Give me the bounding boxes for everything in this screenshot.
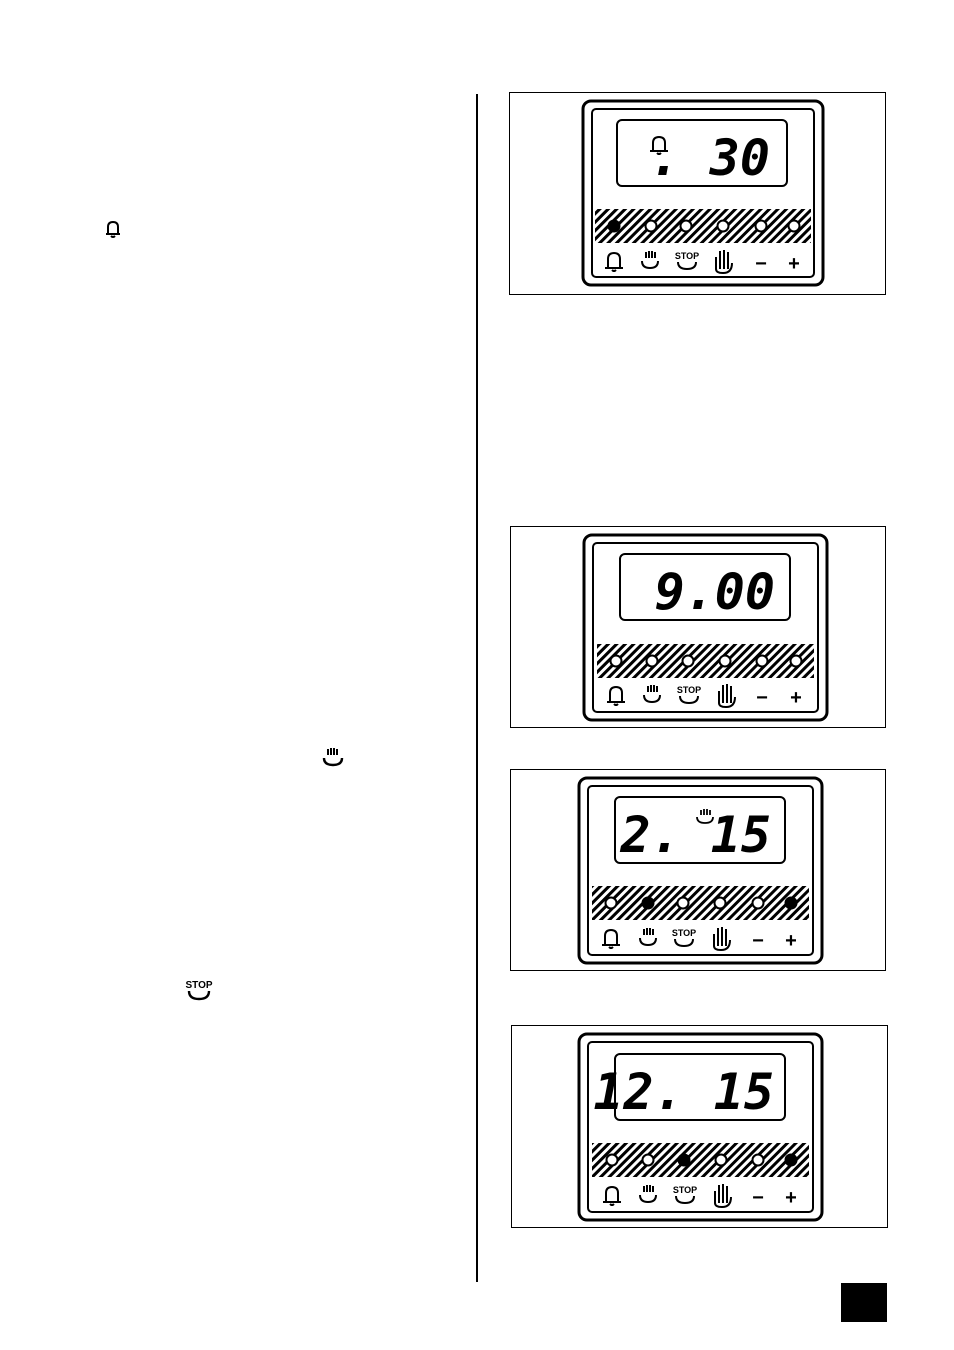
bell-icon [103,219,123,239]
minus-button-label: − [752,1187,764,1209]
stop-button-label: STOP [677,685,701,695]
timer-figure-2: 9.00 STOP − + [510,526,886,728]
display-digits: 12. 15 [593,1063,774,1121]
stop-button-label: STOP [675,251,699,261]
timer-figure-3: 2. 15 STOP − + [510,769,886,971]
timer-panel-1: . 30 STOP − + [510,93,887,296]
timer-figure-1: . 30 STOP − + [509,92,886,295]
minus-button-label: − [752,930,764,952]
cook-time-icon [321,746,345,768]
minus-button-label: − [755,253,767,275]
plus-button-label: + [785,930,797,952]
stop-button-label: STOP [673,1185,697,1195]
plus-button-label: + [788,253,800,275]
minus-button-label: − [756,687,768,709]
timer-panel-4: 12. 15 STOP − + [512,1026,889,1229]
plus-button-label: + [790,687,802,709]
display-digits: 9.00 [655,563,775,621]
plus-button-label: + [785,1187,797,1209]
timer-panel-3: 2. 15 STOP − + [511,770,887,972]
column-divider [476,94,478,1282]
display-digits: . 30 [650,129,770,187]
display-digits: 2. 15 [619,806,771,864]
timer-panel-2: 9.00 STOP − + [511,527,887,729]
stop-icon: STOP [184,978,214,1002]
stop-label: STOP [185,980,212,991]
timer-figure-4: 12. 15 STOP − + [511,1025,888,1228]
stop-button-label: STOP [672,928,696,938]
page-number-tab [841,1283,887,1322]
